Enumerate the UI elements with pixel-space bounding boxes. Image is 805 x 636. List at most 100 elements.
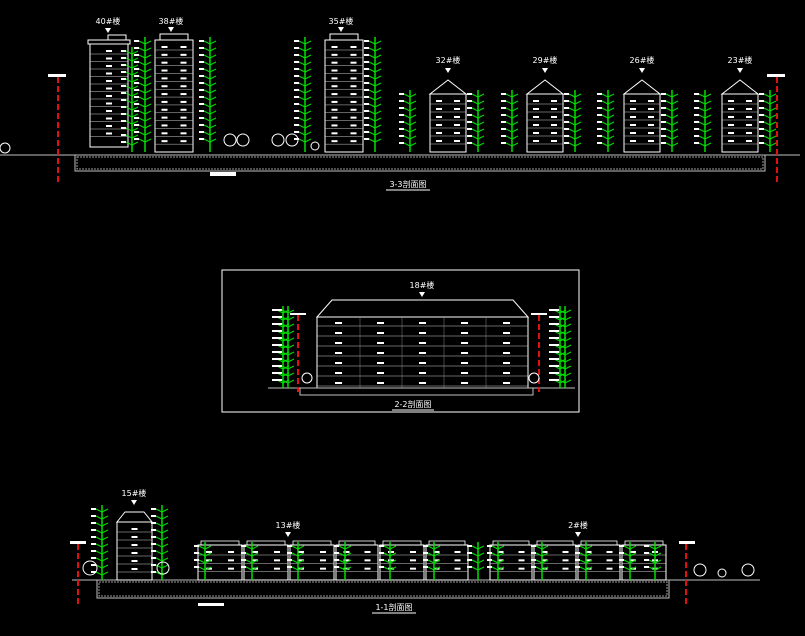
- window: [343, 559, 350, 562]
- window: [606, 559, 613, 562]
- window: [106, 80, 112, 82]
- window: [436, 124, 442, 126]
- window: [746, 100, 752, 102]
- window: [180, 116, 187, 119]
- window: [461, 352, 468, 354]
- window: [274, 551, 280, 553]
- window: [131, 552, 138, 554]
- tree: [423, 542, 441, 580]
- window: [541, 559, 548, 562]
- window: [551, 100, 557, 102]
- window: [350, 108, 357, 111]
- window: [180, 140, 187, 143]
- window: [350, 85, 357, 88]
- tree: [467, 90, 485, 152]
- window: [161, 124, 168, 127]
- window: [331, 100, 338, 103]
- window: [497, 559, 504, 562]
- window: [419, 332, 426, 334]
- window: [331, 61, 338, 64]
- window: [541, 551, 548, 553]
- window: [180, 132, 187, 135]
- window: [585, 551, 592, 553]
- window: [551, 132, 557, 134]
- window: [728, 132, 734, 134]
- window: [131, 544, 138, 546]
- shrub: [236, 133, 250, 147]
- window: [436, 140, 442, 142]
- section-3-3: 40#楼 38#楼 35#楼 32#楼 29#楼 26#楼 23#楼 3-3剖面…: [0, 16, 800, 191]
- label-32: 32#楼: [436, 55, 461, 65]
- window: [419, 362, 426, 364]
- shrub: [223, 133, 237, 147]
- section-1-1-red-markers: [70, 541, 695, 604]
- window: [518, 559, 525, 562]
- lowrise-block: [577, 540, 621, 581]
- window: [350, 46, 357, 48]
- window: [377, 352, 384, 354]
- window: [252, 559, 258, 562]
- window: [497, 551, 504, 553]
- window: [106, 117, 112, 120]
- window: [298, 551, 304, 553]
- tree: [277, 306, 295, 388]
- window: [630, 559, 636, 562]
- building-23: [720, 68, 760, 153]
- window: [274, 567, 280, 570]
- window: [161, 108, 168, 111]
- window: [350, 132, 357, 135]
- window: [161, 53, 168, 56]
- shrub: [156, 561, 170, 575]
- window: [331, 116, 338, 119]
- tree: [597, 90, 615, 152]
- shrub: [693, 563, 707, 577]
- window: [746, 124, 752, 126]
- window: [533, 108, 539, 110]
- window: [648, 124, 654, 126]
- window: [131, 536, 138, 538]
- window: [350, 93, 357, 96]
- tree: [575, 542, 593, 580]
- window: [503, 372, 510, 374]
- window: [331, 85, 338, 88]
- window: [533, 100, 539, 102]
- window: [410, 559, 416, 562]
- building-26: [622, 68, 662, 153]
- window: [648, 140, 654, 142]
- building-29: [525, 68, 565, 153]
- window: [454, 132, 460, 134]
- label-29: 29#楼: [533, 55, 558, 65]
- window: [551, 140, 557, 142]
- window: [180, 61, 187, 64]
- lowrise-block: [533, 540, 577, 581]
- window: [206, 567, 212, 570]
- window: [503, 382, 510, 384]
- window: [331, 93, 338, 96]
- window: [343, 551, 350, 553]
- lowrise-block: [243, 540, 289, 581]
- window: [728, 140, 734, 142]
- window: [343, 567, 350, 570]
- window: [436, 116, 442, 118]
- window: [728, 124, 734, 126]
- tree: [564, 90, 582, 152]
- building-15: [115, 500, 154, 581]
- window: [551, 108, 557, 110]
- window: [335, 372, 342, 374]
- window: [436, 132, 442, 134]
- window: [206, 551, 212, 553]
- building-40: [87, 28, 131, 148]
- label-18: 18#楼: [410, 280, 435, 290]
- window: [419, 352, 426, 354]
- window: [331, 53, 338, 56]
- window: [461, 382, 468, 384]
- label-15: 15#楼: [122, 488, 147, 498]
- window: [419, 372, 426, 374]
- section-2-2-caption: 2-2剖面图: [394, 399, 431, 409]
- section-3-3-trees: [0, 37, 777, 154]
- window: [746, 140, 752, 142]
- window: [454, 559, 461, 562]
- window: [131, 528, 138, 530]
- window: [461, 332, 468, 334]
- window: [331, 46, 338, 48]
